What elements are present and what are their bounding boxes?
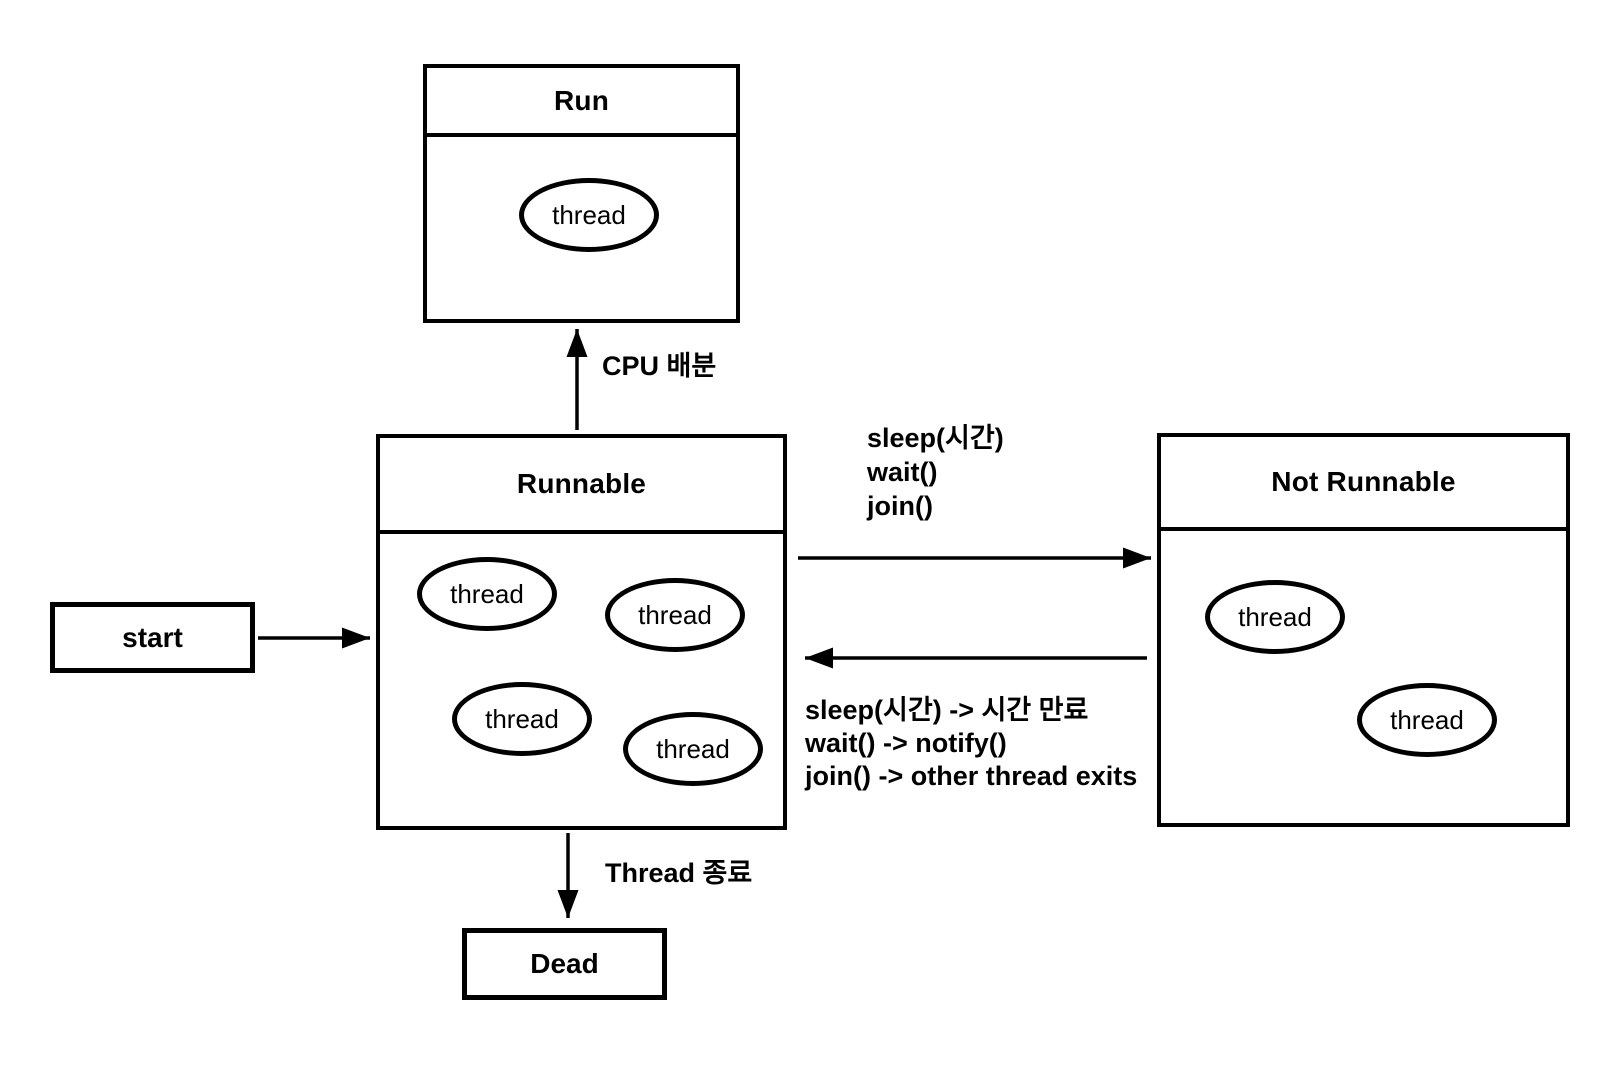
state-box-runnable: Runnable thread thread thread thread xyxy=(376,434,787,830)
state-title-not-runnable: Not Runnable xyxy=(1161,437,1566,531)
transition-label-line: join() xyxy=(867,491,933,521)
thread-ellipse: thread xyxy=(452,682,592,756)
transition-label-line: join() -> other thread exits xyxy=(805,761,1138,791)
dead-label: Dead xyxy=(530,948,599,979)
state-box-not-runnable: Not Runnable thread thread xyxy=(1157,433,1570,827)
thread-ellipse: thread xyxy=(1357,683,1497,757)
not-runnable-to-runnable-label: sleep(시간) -> 시간 만료 wait() -> notify() jo… xyxy=(805,694,1137,793)
start-label: start xyxy=(122,621,183,653)
state-box-run: Run thread xyxy=(423,64,740,323)
transition-label-line: wait() xyxy=(867,457,938,487)
transition-label-line: sleep(시간) -> 시간 만료 xyxy=(805,695,1089,725)
thread-ellipse: thread xyxy=(623,712,763,786)
thread-ellipse: thread xyxy=(417,557,557,631)
thread-ellipse: thread xyxy=(1205,580,1345,654)
thread-ellipse: thread xyxy=(605,578,745,652)
state-title-run: Run xyxy=(427,68,736,137)
state-title-runnable: Runnable xyxy=(380,438,783,534)
transition-label-line: sleep(시간) xyxy=(867,423,1004,453)
thread-terminate-label: Thread 종료 xyxy=(605,858,753,888)
cpu-allocation-label: CPU 배분 xyxy=(602,351,717,381)
dead-box: Dead xyxy=(462,928,667,1000)
runnable-to-not-runnable-label: sleep(시간) wait() join() xyxy=(867,421,1004,523)
thread-ellipse: thread xyxy=(519,178,659,252)
transition-label-line: wait() -> notify() xyxy=(805,728,1007,758)
start-box: start xyxy=(50,602,255,673)
